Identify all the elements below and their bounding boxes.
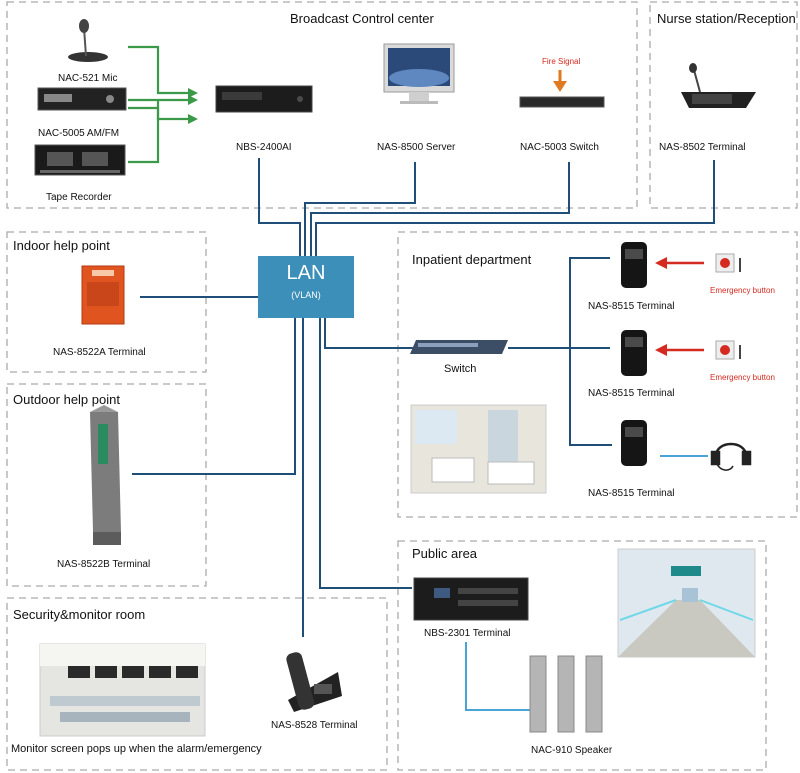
hospital-ward-photo bbox=[410, 404, 547, 494]
terminal-icon-2 bbox=[621, 330, 647, 376]
microphone-icon bbox=[68, 19, 108, 62]
network-switch-icon bbox=[410, 340, 508, 354]
server-label: NAS-8500 Server bbox=[377, 142, 456, 153]
indoor-box bbox=[6, 231, 207, 373]
headset-icon bbox=[710, 442, 752, 471]
monitor-room-photo bbox=[39, 643, 206, 737]
indoor-help-point-icon bbox=[81, 265, 125, 325]
nas8522b-label: NAS-8522B Terminal bbox=[57, 559, 151, 570]
outdoor-section-title: Outdoor help point bbox=[13, 392, 120, 407]
switch-label: Switch bbox=[444, 363, 477, 375]
speaker-column-icons bbox=[529, 655, 603, 733]
terminal-label-2: NAS-8515 Terminal bbox=[588, 388, 675, 399]
nbs2301-label: NBS-2301 Terminal bbox=[424, 628, 511, 639]
emergency-label-1: Emergency button bbox=[710, 286, 775, 295]
nurse-section-title: Nurse station/Reception bbox=[657, 11, 796, 26]
nas8522a-label: NAS-8522A Terminal bbox=[53, 347, 146, 358]
paging-station-icon bbox=[681, 63, 756, 108]
emergency-button-icon-1 bbox=[715, 253, 741, 273]
lan-box bbox=[258, 256, 354, 318]
mic-label: NAC-521 Mic bbox=[58, 73, 118, 84]
tape-recorder-icon bbox=[34, 144, 126, 176]
server-monitor-icon bbox=[383, 43, 455, 104]
security-section-title: Security&monitor room bbox=[13, 607, 146, 622]
outdoor-help-point-icon bbox=[90, 405, 121, 545]
corridor-photo bbox=[617, 548, 756, 658]
terminal-icon-3 bbox=[621, 420, 647, 466]
nbs2400-unit-icon bbox=[215, 85, 313, 113]
fire-signal-arrow bbox=[553, 70, 567, 92]
nurse-box bbox=[649, 1, 798, 209]
inpatient-box bbox=[397, 231, 798, 518]
broadcast-box bbox=[6, 1, 638, 209]
switch5003-label: NAC-5003 Switch bbox=[520, 142, 599, 153]
inpatient-section-title: Inpatient department bbox=[412, 252, 532, 267]
broadcast-section-title: Broadcast Control center bbox=[290, 11, 434, 26]
nas8528-label: NAS-8528 Terminal bbox=[271, 720, 358, 731]
outdoor-box bbox=[6, 383, 207, 587]
emergency-arrows bbox=[655, 257, 704, 356]
emergency-label-2: Emergency button bbox=[710, 373, 775, 382]
public-section-title: Public area bbox=[412, 546, 478, 561]
public-box bbox=[397, 540, 767, 771]
indoor-section-title: Indoor help point bbox=[13, 238, 110, 253]
fire-signal-label: Fire Signal bbox=[542, 57, 581, 66]
tape-label: Tape Recorder bbox=[46, 192, 112, 203]
emergency-button-icon-2 bbox=[715, 340, 741, 360]
nbs2400-label: NBS-2400AI bbox=[236, 142, 292, 153]
lan-title: LAN bbox=[286, 262, 326, 284]
nas8502-label: NAS-8502 Terminal bbox=[659, 142, 746, 153]
audio-input-lines bbox=[128, 45, 190, 164]
speaker-lines bbox=[465, 455, 708, 711]
terminal-label-3: NAS-8515 Terminal bbox=[588, 488, 675, 499]
speaker-label: NAC-910 Speaker bbox=[531, 745, 613, 756]
nbs2301-unit-icon bbox=[413, 577, 529, 621]
nas8528-phone-icon bbox=[286, 652, 342, 712]
amfm-tuner-icon bbox=[37, 87, 127, 111]
lan-subtitle: (VLAN) bbox=[291, 290, 321, 300]
terminal-icon-1 bbox=[621, 242, 647, 288]
green-arrowheads bbox=[188, 88, 198, 124]
nac5003-switch-icon bbox=[519, 96, 605, 108]
amfm-label: NAC-5005 AM/FM bbox=[38, 128, 120, 139]
network-lines bbox=[132, 158, 715, 637]
terminal-label-1: NAS-8515 Terminal bbox=[588, 301, 675, 312]
monitor-note: Monitor screen pops up when the alarm/em… bbox=[11, 743, 262, 755]
